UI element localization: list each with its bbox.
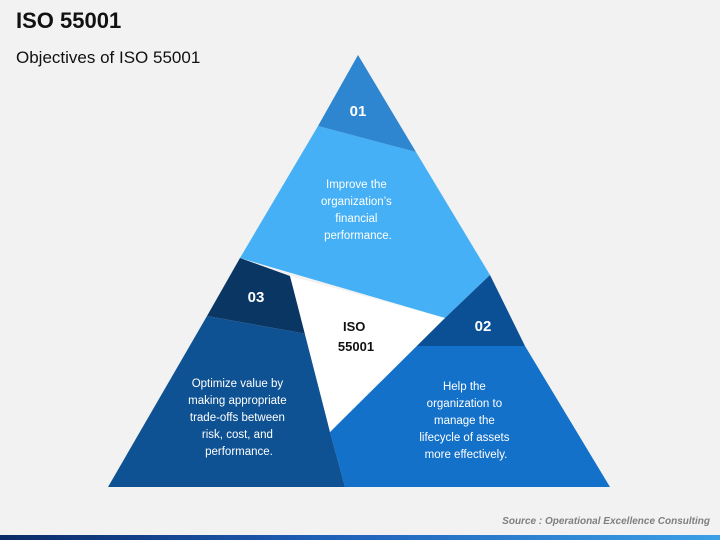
segment-01: 01 Improve the organization’s financial … <box>240 55 490 318</box>
center-line-1: ISO <box>343 319 365 334</box>
center-line-2: 55001 <box>338 339 374 354</box>
center-label: ISO 55001 <box>290 276 445 432</box>
segment-03-description: Optimize value by making appropriate tra… <box>188 378 290 458</box>
segment-02-line-3: manage the <box>434 415 495 427</box>
segment-03-line-2: making appropriate <box>188 395 286 407</box>
page-subtitle: Objectives of ISO 55001 <box>16 48 201 67</box>
segment-03-tab <box>207 258 307 334</box>
segment-03-number: 03 <box>248 289 265 306</box>
segment-03: 03 Optimize value by making appropriate … <box>108 258 345 487</box>
segment-03-line-4: risk, cost, and <box>202 429 273 441</box>
page-title: ISO 55001 <box>16 8 122 33</box>
segment-02-line-2: organization to <box>427 398 502 410</box>
segment-03-line-3: trade-offs between <box>190 412 285 424</box>
segment-01-body <box>240 126 490 318</box>
segment-03-line-1: Optimize value by <box>192 378 284 390</box>
center-text: ISO 55001 <box>338 319 374 354</box>
segment-02-number: 02 <box>475 318 492 335</box>
segment-02: 02 Help the organization to manage the l… <box>330 275 610 487</box>
segment-01-line-4: performance. <box>324 230 392 242</box>
segment-03-line-5: performance. <box>205 446 273 458</box>
segment-02-line-4: lifecycle of assets <box>419 432 509 444</box>
segment-02-body <box>330 346 610 487</box>
segment-01-line-2: organization’s <box>321 196 392 208</box>
segment-01-tab <box>318 55 416 152</box>
bottom-gradient-bar <box>0 535 720 540</box>
segment-01-line-3: financial <box>335 213 377 225</box>
segment-02-line-1: Help the <box>443 381 486 393</box>
segment-01-number: 01 <box>350 103 367 120</box>
segment-03-body <box>108 316 345 487</box>
segment-01-line-1: Improve the <box>326 179 387 191</box>
source-caption: Source : Operational Excellence Consulti… <box>502 516 710 527</box>
segment-01-description: Improve the organization’s financial per… <box>321 179 395 242</box>
center-triangle <box>290 276 445 432</box>
segment-02-description: Help the organization to manage the life… <box>419 381 512 461</box>
segment-02-line-5: more effectively. <box>425 449 508 461</box>
segment-02-tab <box>414 275 525 346</box>
